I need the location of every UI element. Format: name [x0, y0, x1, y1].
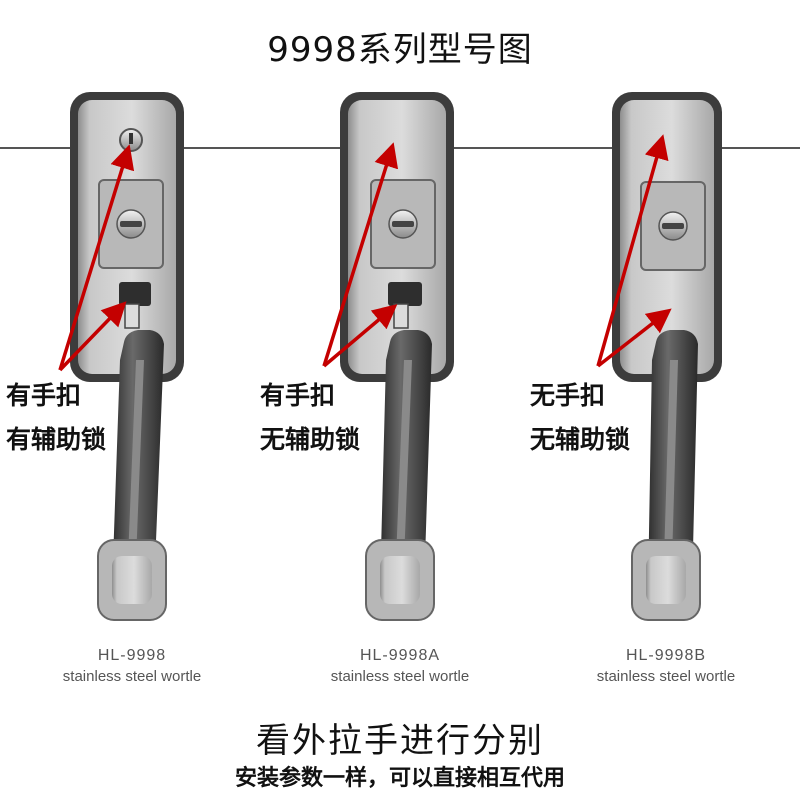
lock-3-caption: HL-9998B stainless steel wortle: [536, 647, 796, 685]
model-code: HL-9998: [97, 647, 167, 664]
footer-note: 安装参数一样，可以直接相互代用: [234, 766, 565, 791]
feature-line-1: 有手扣: [6, 381, 82, 410]
arrow-to-latch: [58, 301, 127, 372]
footer-heading: 看外拉手进行分别: [256, 721, 544, 761]
arrow-to-latch: [322, 304, 398, 368]
page-title: 9998系列型号图: [267, 30, 533, 70]
model-material: stainless steel wortle: [62, 668, 202, 685]
feature-line-1: 无手扣: [530, 381, 606, 410]
feature-line-1: 有手扣: [260, 381, 336, 410]
lock-hl-9998a: [322, 92, 454, 621]
lock-hl-9998b: [596, 92, 722, 621]
lock-3-features: 无手扣 无辅助锁: [530, 374, 630, 462]
lock-2-caption: HL-9998A stainless steel wortle: [270, 647, 530, 685]
lock-hl-9998: [58, 92, 184, 621]
thumb-latch: [119, 282, 151, 306]
lock-1-features: 有手扣 有辅助锁: [6, 374, 106, 462]
model-code: HL-9998B: [625, 647, 707, 664]
feature-line-2: 无辅助锁: [530, 425, 631, 454]
lock-1-caption: HL-9998 stainless steel wortle: [2, 647, 262, 685]
lock-2-features: 有手扣 无辅助锁: [260, 374, 360, 462]
arrow-to-plate-top: [322, 142, 399, 367]
model-material: stainless steel wortle: [596, 668, 736, 685]
model-material: stainless steel wortle: [330, 668, 470, 685]
thumb-latch: [388, 282, 422, 306]
arrow-to-plate-top: [596, 134, 669, 367]
feature-line-2: 有辅助锁: [6, 425, 107, 454]
feature-line-2: 无辅助锁: [260, 425, 361, 454]
arrow-to-cylinder: [58, 144, 135, 371]
model-code: HL-9998A: [359, 647, 441, 664]
arrow-to-plate-middle: [596, 308, 672, 368]
